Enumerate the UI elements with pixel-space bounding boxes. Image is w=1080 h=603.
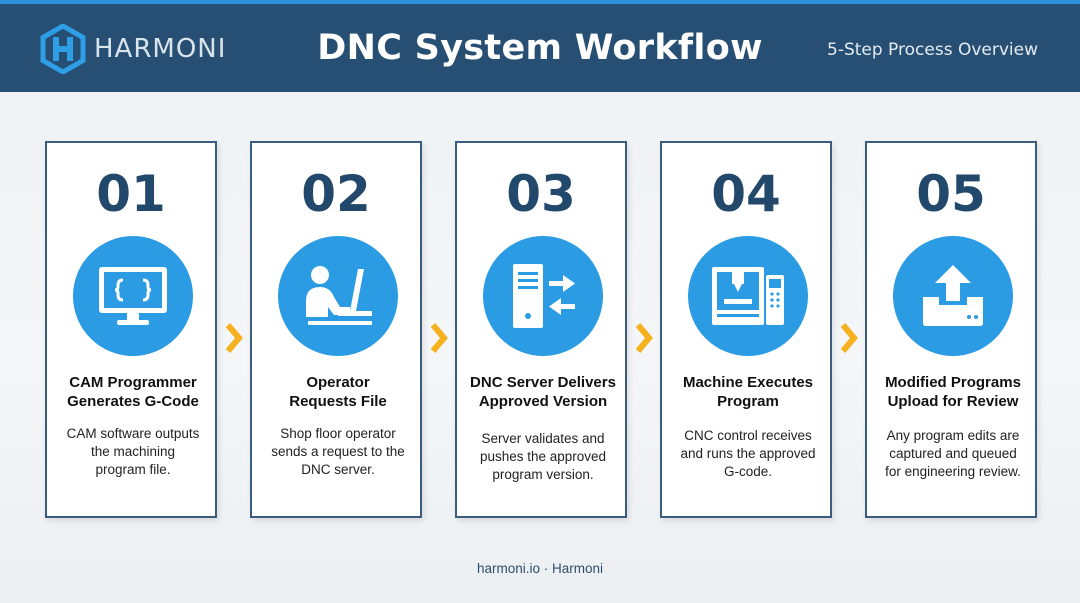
- logo-text: HARMONI: [94, 34, 227, 64]
- step-title: DNC Server Delivers Approved Version: [470, 374, 616, 410]
- step-icon-circle: [73, 236, 193, 356]
- header-accent-line: [0, 0, 1080, 4]
- step-description: CAM software outputs the machining progr…: [66, 426, 200, 477]
- step-icon-circle: [483, 236, 603, 356]
- step-card-5: 05 Modified Programs Upload for Review A…: [865, 141, 1037, 518]
- server-transfer-icon: [513, 264, 575, 328]
- step-description: Server validates and pushes the approved…: [479, 431, 607, 482]
- cnc-machine-icon: [712, 267, 784, 325]
- chevron-right-icon: [430, 323, 448, 353]
- step-description: Any program edits are captured and queue…: [885, 428, 1021, 479]
- step-description: Shop floor operator sends a request to t…: [271, 426, 405, 477]
- step-icon-circle: [893, 236, 1013, 356]
- chevron-right-icon: [840, 323, 858, 353]
- step-number: 03: [506, 165, 576, 223]
- step-title: CAM Programmer Generates G-Code: [67, 374, 199, 410]
- step-card-3: 03 DNC Server Delivers Approved Version …: [455, 141, 627, 518]
- step-title: Operator Requests File: [289, 374, 387, 410]
- step-card-1: 01 CAM Programmer Generates G-Code CAM s…: [45, 141, 217, 518]
- logo: HARMONI: [40, 24, 226, 74]
- step-number: 01: [96, 165, 166, 223]
- step-card-2: 02 Operator Requests File Shop floor ope…: [250, 141, 422, 518]
- step-description: CNC control receives and runs the approv…: [680, 428, 816, 479]
- step-title: Modified Programs Upload for Review: [885, 374, 1021, 410]
- header-bar: HARMONI DNC System Workflow 5-Step Proce…: [0, 4, 1080, 92]
- step-title: Machine Executes Program: [682, 374, 814, 410]
- step-number: 05: [916, 165, 986, 223]
- page-subtitle: 5-Step Process Overview: [827, 40, 1038, 60]
- step-icon-circle: [278, 236, 398, 356]
- step-icon-circle: [688, 236, 808, 356]
- footer-text: harmoni.io · Harmoni: [476, 561, 604, 576]
- chevron-right-icon: [635, 323, 653, 353]
- harmoni-logo-icon: [40, 24, 86, 74]
- chevron-right-icon: [225, 323, 243, 353]
- step-number: 02: [301, 165, 371, 223]
- upload-icon: [923, 265, 983, 326]
- operator-workstation-icon: [306, 266, 372, 325]
- monitor-code-icon: [99, 267, 167, 325]
- step-number: 04: [711, 165, 781, 223]
- step-card-4: 04 Machine Executes Program CNC control …: [660, 141, 832, 518]
- page-title: DNC System Workflow: [317, 28, 763, 68]
